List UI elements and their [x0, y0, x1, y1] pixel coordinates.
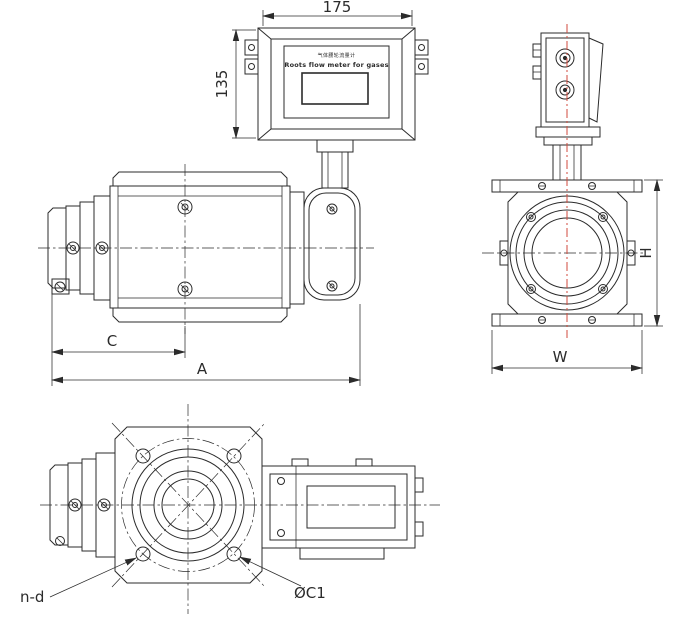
head-side-lugs — [244, 39, 429, 75]
counter-head-top-view — [261, 458, 424, 560]
nameplate — [283, 45, 390, 119]
dim-head-width: 175 — [262, 0, 413, 26]
dim-w-label: W — [553, 348, 568, 366]
dim-c-label: C — [107, 332, 117, 350]
nameplate-line1: 气体腰轮流量计 — [318, 52, 356, 59]
dim-h-label: H — [637, 247, 655, 258]
cable-gland-top — [555, 48, 575, 68]
bolt-circle-label: ØC1 — [294, 584, 326, 602]
dim-a-label: A — [197, 360, 208, 378]
flange-bolts — [526, 212, 608, 294]
magnetic-coupling-housing — [289, 187, 361, 305]
dim-a: A — [51, 292, 361, 386]
bolt-holes — [135, 448, 242, 562]
head-neck — [316, 139, 354, 189]
drain-plug-boss — [51, 278, 70, 295]
counter-head-side-view — [532, 32, 604, 181]
cable-gland-bottom — [555, 80, 575, 100]
bolt-holes-label: n-d — [20, 588, 44, 606]
dim-head-height-label: 135 — [213, 70, 231, 99]
meter-front-view — [47, 171, 361, 323]
dim-c: C — [51, 326, 186, 358]
label-bolt-holes: n-d — [20, 557, 137, 606]
counter-head-front-view — [244, 27, 429, 189]
head-top-window — [306, 485, 396, 529]
dim-head-height: 135 — [213, 29, 256, 139]
nameplate-line2: Roots flow meter for gases — [284, 61, 388, 69]
label-bolt-circle: ØC1 — [239, 556, 326, 602]
dim-w: W — [491, 330, 643, 374]
terminal-strip — [299, 547, 385, 560]
dim-h: H — [637, 179, 663, 327]
dim-head-width-label: 175 — [323, 0, 352, 16]
lcd-display-window — [301, 72, 369, 105]
